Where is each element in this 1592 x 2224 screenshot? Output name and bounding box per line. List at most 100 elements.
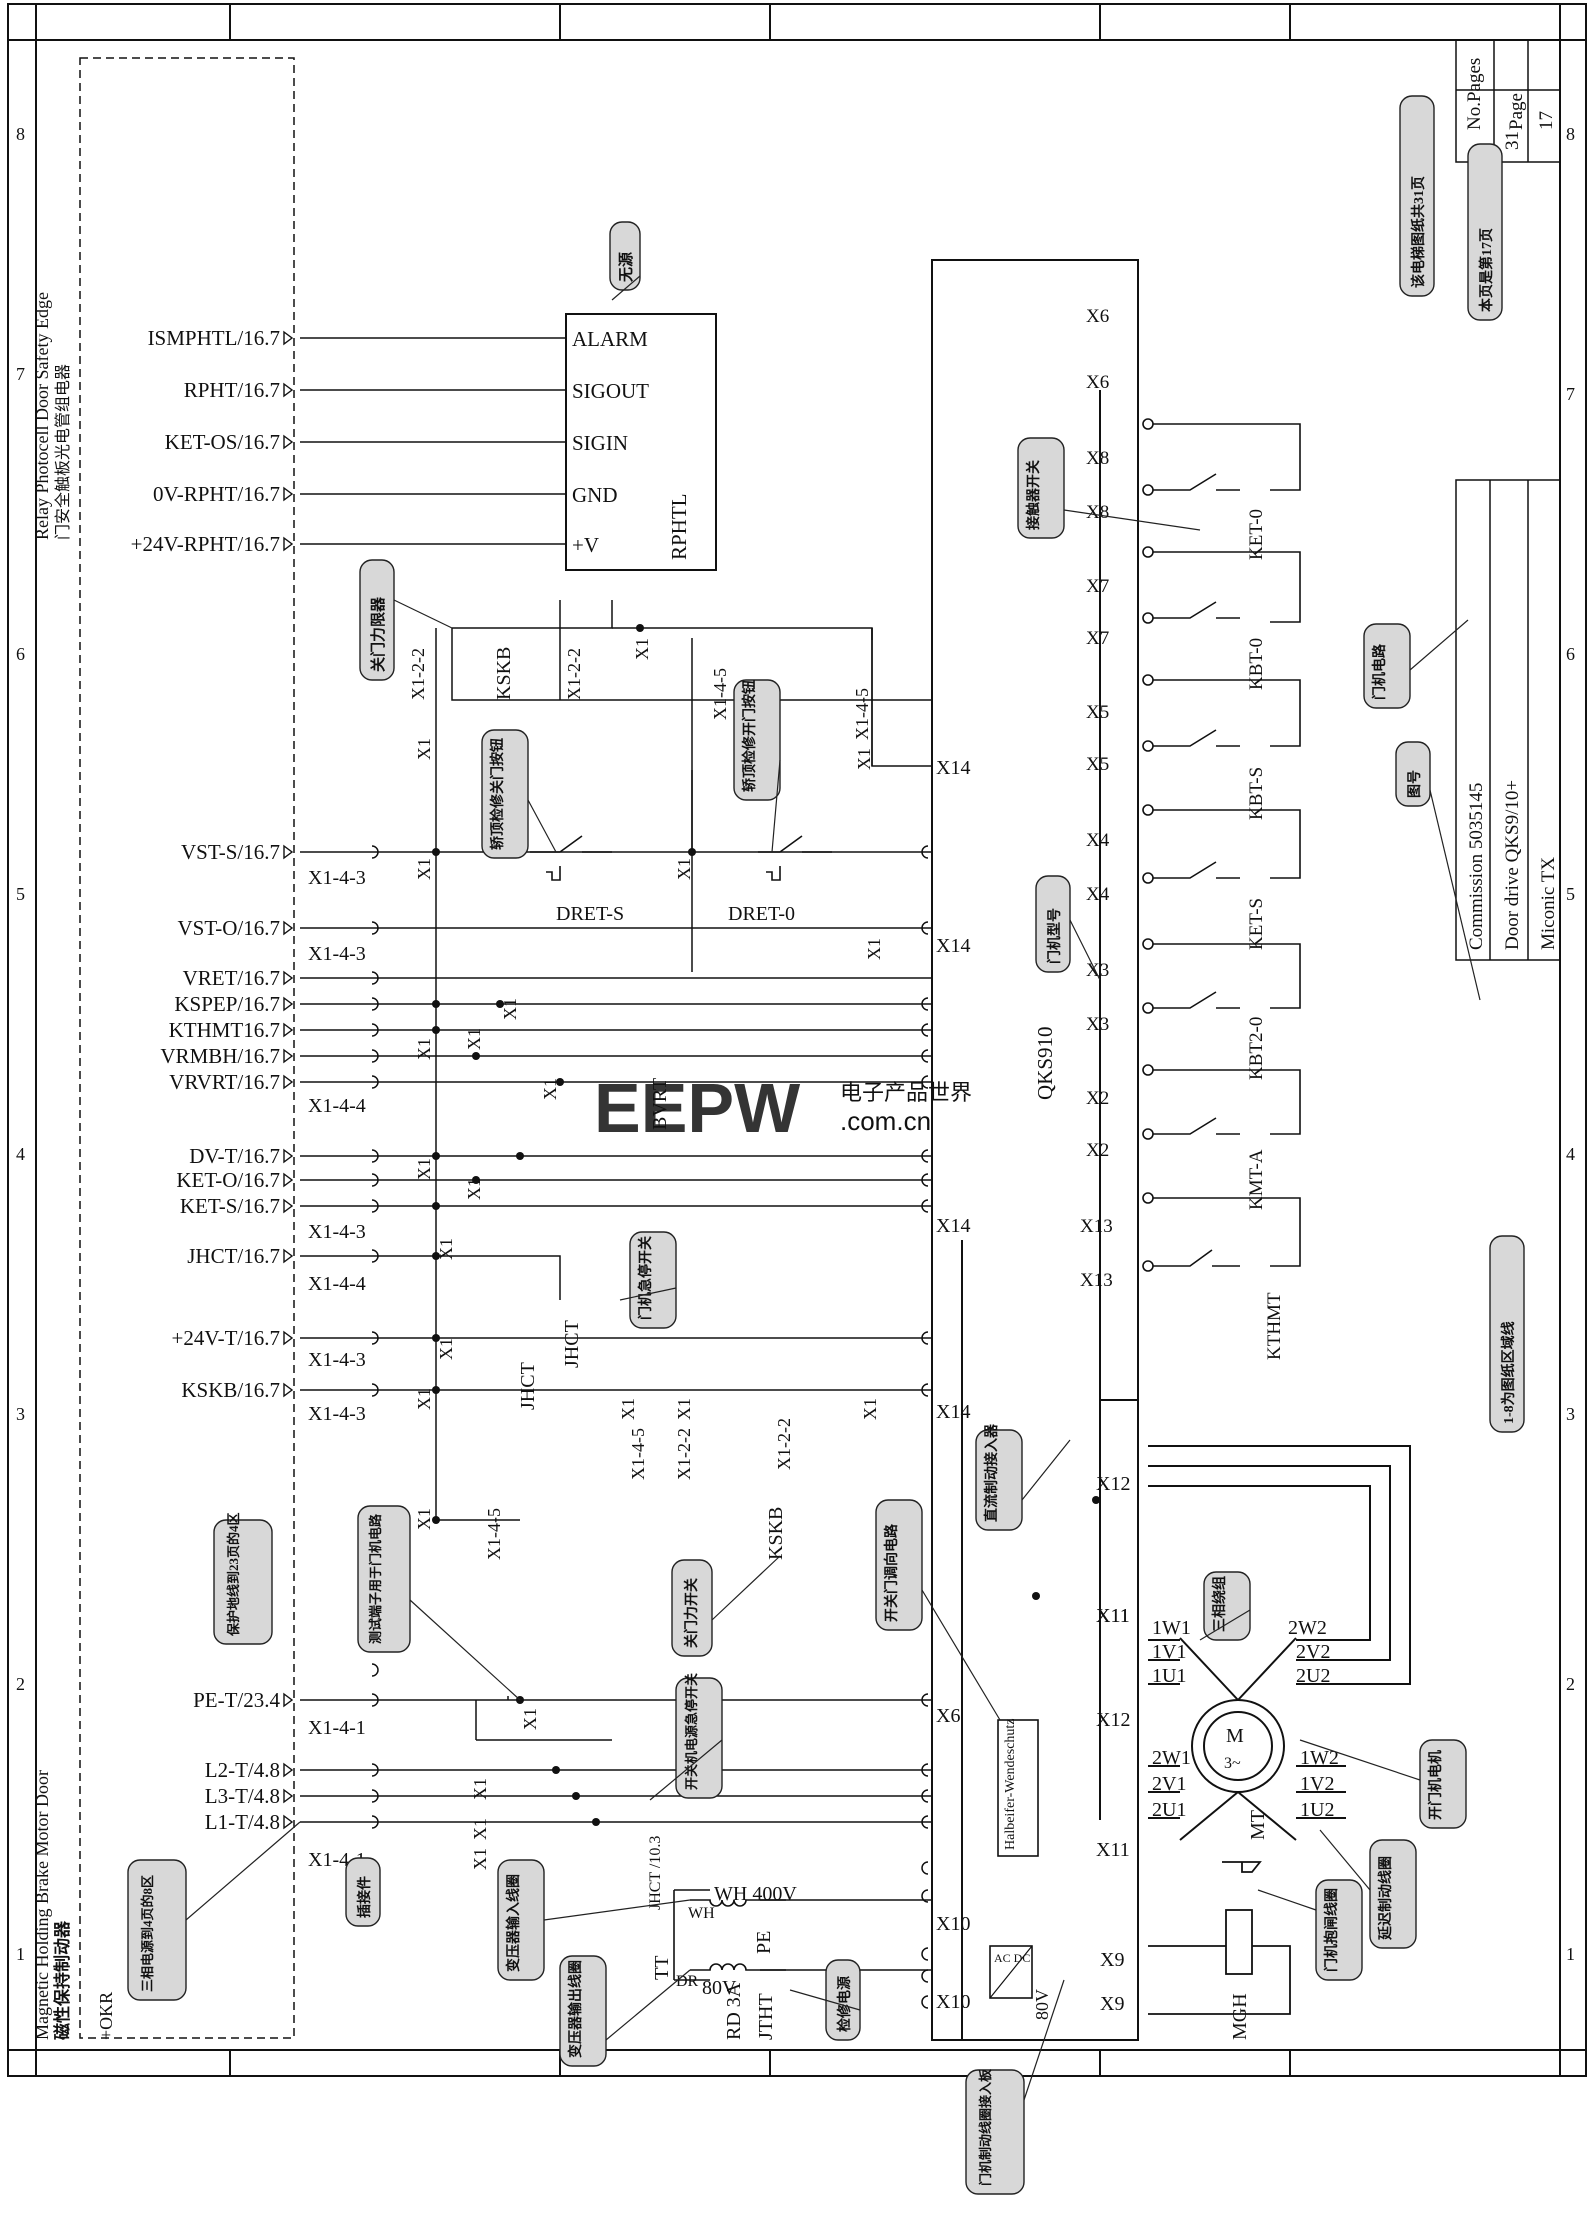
column-numbers-left: 8 7 6 5 4 3 2 1 (16, 124, 25, 1964)
signal-label: VST-O/16.7 (178, 916, 281, 940)
brake (1148, 1861, 1291, 2015)
terminal-label: X1-4-5 (710, 668, 730, 720)
signal-label: +24V-T/16.7 (172, 1326, 281, 1350)
connector-label: X2 (1086, 1088, 1109, 1109)
switch-label: KSKB (493, 647, 515, 700)
terminal-label: X1-4-5 (484, 1508, 504, 1560)
title-block-text: No.Pages 31 Page 17 Commission 5035145 D… (1464, 58, 1559, 950)
svg-text:直流制动接入器: 直流制动接入器 (983, 1423, 1000, 1522)
signal-label: ISMPHTL/16.7 (148, 326, 280, 350)
terminal-label: X1 (436, 1338, 456, 1360)
frame-title-top-cn: 门安全触板光电管组电器 (54, 364, 72, 540)
callout: 直流制动接入器 (975, 1423, 1023, 1531)
column-numbers-right: 8 7 6 5 4 3 2 1 (1566, 124, 1575, 1964)
acdc-box: AC DC 80V (989, 1945, 1052, 2020)
frame-title-bottom: Magnetic Holding Brake Motor Door (32, 1770, 52, 2040)
qks910-right-connectors: X6 X6 X8 X8 X7 X7 X5 X5 X4 X4 X3 X3 X2 X… (1080, 306, 1113, 1291)
terminal-label: X1-4-3 (308, 1349, 366, 1371)
callout: 开关门调向电路 (875, 1499, 923, 1631)
qks910-left-connectors: X14 X14 X14 X14 X6 X11 X10 X10 (936, 757, 1130, 2013)
column-number: 3 (16, 1404, 25, 1424)
motor-labels: M 3~ MT 1W1 1V1 1U1 2W2 2V2 2U2 2W1 2V1 … (1152, 1617, 1339, 1840)
switch-label: JHCT /10.3 (647, 1836, 664, 1910)
rphtl-unit: ALARM SIGOUT SIGIN GND +V RPHTL (565, 313, 717, 571)
callout: 三相电源到4页的8区 (127, 1859, 187, 2001)
signal-label: VRVRT/16.7 (169, 1070, 280, 1094)
terminal-label: X1 (414, 738, 434, 760)
column-number: 4 (1566, 1144, 1575, 1164)
qks910-unit (931, 259, 1139, 2041)
relay-labels: KET-0 KBT-0 KBT-S KET-S KBT2-0 KMT-A KTH… (1246, 509, 1285, 1360)
transformer-label: PE (753, 1931, 775, 1954)
transformer-labels: TT WH WH 400V DR 80V PE (651, 1883, 797, 1999)
winding-label: 2U2 (1296, 1665, 1330, 1687)
signal-label: PE-T/23.4 (193, 1688, 280, 1712)
winding-label: 2W1 (1152, 1747, 1191, 1769)
winding-label: 2U1 (1152, 1799, 1186, 1821)
terminal-label: X1 (414, 1388, 434, 1410)
winding-label: 1V2 (1300, 1773, 1334, 1795)
column-number: 7 (1566, 384, 1575, 404)
terminal-label: X1 (864, 938, 884, 960)
svg-text:三相绕组: 三相绕组 (1211, 1576, 1228, 1632)
terminal-label: X1 (414, 1158, 434, 1180)
callout: 门机电路 (1363, 623, 1411, 709)
terminal-label: X1 (632, 638, 652, 660)
callout: 开关机电源急停开关 (675, 1673, 723, 1799)
svg-text:轿顶检修关门按钮: 轿顶检修关门按钮 (489, 738, 506, 850)
terminal-label: X1-2-2 (774, 1418, 794, 1470)
column-number: 2 (16, 1674, 25, 1694)
callout-leaders (185, 275, 1481, 2101)
terminal-label: X1-4-3 (308, 1403, 366, 1425)
connector-label: X11 (1096, 1839, 1130, 1861)
transformer-label: WH (688, 1905, 715, 1922)
transformer-label: TT (651, 1956, 673, 1980)
column-number: 4 (16, 1144, 25, 1164)
transformer (673, 1889, 932, 1981)
terminal-label: X1 (436, 1238, 456, 1260)
junction-dots (432, 624, 1100, 1826)
motor-phase: 3~ (1224, 1755, 1241, 1772)
column-number: 6 (1566, 644, 1575, 664)
terminal-label: X1-4-4 (308, 1273, 366, 1295)
relay-label: KMT-A (1246, 1149, 1267, 1210)
connector-label: X11 (1096, 1605, 1130, 1627)
svg-text:门机型号: 门机型号 (1046, 908, 1063, 964)
svg-text:门机电路: 门机电路 (1371, 643, 1388, 700)
frame-titles: Relay Photocell Door Safety Edge 门安全触板光电… (32, 292, 116, 2040)
connector-label: X8 (1086, 448, 1109, 469)
callout: 开门机电机 (1419, 1739, 1467, 1829)
rphtl-pin: GND (572, 483, 618, 507)
switch-label: JHCT (517, 1362, 539, 1410)
product: Miconic TX (1538, 857, 1559, 950)
connector-label: X7 (1086, 628, 1109, 649)
connector-label: X9 (1100, 1949, 1124, 1971)
terminal-label: X1 (470, 1778, 490, 1800)
callout: 轿顶检修关门按钮 (481, 729, 529, 859)
relay-label: KBT-S (1246, 767, 1267, 820)
svg-text:变压器输出线圈: 变压器输出线圈 (567, 1960, 584, 2058)
terminal-label: X1-2-2 (674, 1428, 694, 1480)
rphtl-name: RPHTL (667, 493, 691, 560)
column-number: 7 (16, 364, 25, 384)
terminal-label: X1-4-3 (308, 943, 366, 965)
winding-label: 1U2 (1300, 1799, 1334, 1821)
connector-label: X5 (1086, 754, 1109, 775)
signal-label: KTHMT16.7 (169, 1018, 280, 1042)
callout: 门机型号 (1035, 875, 1071, 973)
connector-label: X4 (1086, 830, 1110, 851)
signal-label: JHCT/16.7 (187, 1244, 280, 1268)
connector-label: X4 (1086, 884, 1110, 905)
svg-text:三相电源到4页的8区: 三相电源到4页的8区 (140, 1875, 155, 1992)
watermark-url: .com.cn (840, 1106, 931, 1136)
left-signal-lines (300, 337, 932, 1823)
svg-text:门机制动线圈接入板: 门机制动线圈接入板 (978, 2068, 993, 2186)
relay-label: KBT2-0 (1246, 1017, 1267, 1080)
relay-rows (1142, 418, 1301, 1272)
svg-text:1-8为图纸区域线: 1-8为图纸区域线 (1500, 1321, 1517, 1424)
winding-label: 2W2 (1288, 1617, 1327, 1639)
terminal-label: X1 (414, 1038, 434, 1060)
svg-text:延迟制动线圈: 延迟制动线圈 (1377, 1856, 1394, 1941)
relay-label: KET-0 (1246, 509, 1267, 560)
terminal-label: X1-4-5 (628, 1428, 648, 1480)
